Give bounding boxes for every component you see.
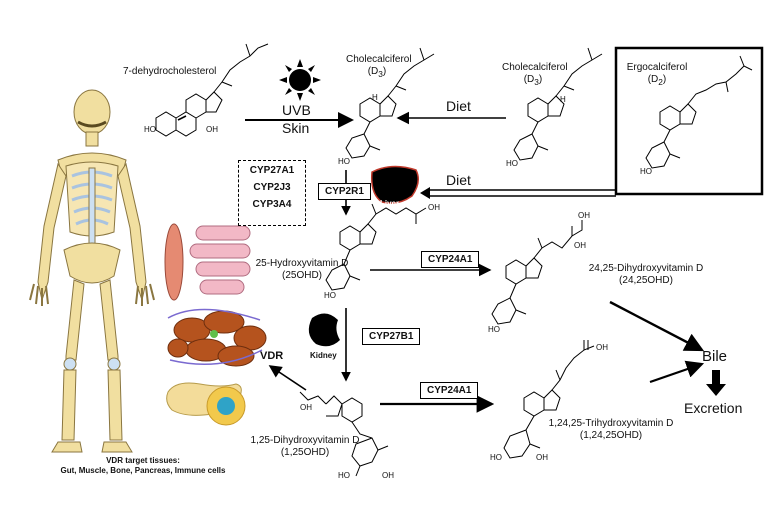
atom-h-chole-center: H: [372, 93, 378, 102]
bile-arrow-bottom: [649, 360, 705, 384]
d2-subscript: 2: [658, 77, 663, 87]
trihydroxy-abbr: (1,24,25OHD): [579, 430, 643, 441]
ergocalciferol-name: Ergocalciferol: [626, 62, 688, 73]
excretion-arrow: [706, 370, 726, 396]
atom-ho-25ohd: HO: [324, 291, 336, 300]
atom-oh-2425-a: OH: [578, 211, 590, 220]
close-paren: ): [382, 66, 387, 77]
ergocalciferol-form: (D2): [624, 74, 690, 88]
label-24-25-dihydroxyvitamin-d: 24,25-Dihydroxyvitamin D (24,25OHD): [586, 263, 706, 287]
molecule-ergocalciferol: [645, 55, 753, 169]
label-vdr: VDR: [260, 350, 284, 362]
liver-icon: [370, 165, 419, 204]
enzyme-cyp24a1-top: CYP24A1: [421, 251, 480, 268]
d-prefix: (D: [367, 66, 379, 77]
vdr-target-tissues: VDR target tissues: Gut, Muscle, Bone, P…: [48, 456, 238, 476]
label-cholecalciferol-center: Cholecalciferol (D3): [346, 54, 412, 80]
atom-oh-25ohd: OH: [428, 203, 440, 212]
label-7-dehydrocholesterol: 7-dehydrocholesterol: [123, 66, 217, 77]
skeleton-icon: [29, 89, 155, 453]
atom-ho-ergo: HO: [640, 167, 652, 176]
label-ergocalciferol: Ergocalciferol (D2): [624, 62, 690, 88]
dihydroxy125-name: 1,25-Dihydroxyvitamin D: [250, 435, 360, 446]
cholecalciferol-center-name: Cholecalciferol: [346, 54, 412, 65]
molecule-cholecalciferol-right: [513, 47, 603, 161]
hydroxy25-name: 25-Hydroxyvitamin D: [255, 258, 349, 269]
enzyme-cyp2r1: CYP2R1: [318, 183, 371, 200]
gut-icon: [189, 225, 251, 295]
immune-cell-icon: [206, 386, 246, 426]
enzyme-cyp24a1-bottom: CYP24A1: [420, 382, 479, 399]
label-liver: Liver: [380, 199, 400, 208]
dihydroxy2425-abbr: (24,25OHD): [619, 275, 673, 286]
label-excretion: Excretion: [684, 400, 743, 416]
kidney-icon: [308, 313, 340, 347]
close-paren: ): [662, 74, 667, 85]
vdr-protein-icon: [167, 308, 267, 367]
atom-ho-trihydroxy: HO: [490, 453, 502, 462]
label-kidney: Kidney: [310, 351, 337, 360]
molecule-24-25-dihydroxyvitamin-d: [491, 220, 583, 325]
atom-ho-chole-right: HO: [506, 159, 518, 168]
bile-arrow-top: [609, 300, 705, 352]
label-diet-bottom: Diet: [446, 172, 471, 188]
label-cholecalciferol-right: Cholecalciferol (D3): [502, 62, 568, 88]
cholecalciferol-right-form: (D3): [502, 74, 564, 88]
atom-ho-125: HO: [338, 471, 350, 480]
atom-oh-trihydroxy-b: OH: [536, 453, 548, 462]
atom-oh-trihydroxy: OH: [596, 343, 608, 352]
molecule-7-dehydrocholesterol: [155, 43, 269, 137]
vdr-arrow: [268, 365, 307, 391]
enzyme-cyp3a4: CYP3A4: [252, 199, 292, 210]
enzyme-cyp27b1: CYP27B1: [362, 328, 421, 345]
hydroxy25-abbr: (25OHD): [281, 270, 322, 281]
label-skin: Skin: [282, 120, 310, 136]
cholecalciferol-center-form: (D3): [346, 66, 408, 80]
label-1-25-dihydroxyvitamin-d: 1,25-Dihydroxyvitamin D (1,25OHD): [250, 435, 360, 459]
alternative-enzymes-box: CYP27A1 CYP2J3 CYP3A4: [238, 160, 306, 226]
diet-arrow-bottom: [428, 189, 616, 197]
target-tissues-title: VDR target tissues:: [106, 456, 180, 465]
label-1-24-25-trihydroxyvitamin-d: 1,24,25-Trihydroxyvitamin D (1,24,25OHD): [546, 418, 676, 442]
label-bile: Bile: [702, 348, 728, 365]
target-tissues-list: Gut, Muscle, Bone, Pancreas, Immune cell…: [60, 466, 226, 475]
atom-ho-chole-center: HO: [338, 157, 350, 166]
molecule-1-25-dihydroxyvitamin-d: [299, 391, 389, 477]
enzyme-cyp27a1: CYP27A1: [249, 165, 295, 176]
atom-oh-125-b: OH: [382, 471, 394, 480]
molecule-1-24-25-trihydroxyvitamin-d: [503, 340, 595, 459]
atom-oh-2425-b: OH: [574, 241, 586, 250]
atom-oh-7dhc: OH: [206, 125, 218, 134]
label-25-hydroxyvitamin-d: 25-Hydroxyvitamin D (25OHD): [252, 258, 352, 282]
dihydroxy125-abbr: (1,25OHD): [280, 447, 330, 458]
atom-h-chole-right: H: [560, 95, 566, 104]
trihydroxy-name: 1,24,25-Trihydroxyvitamin D: [548, 418, 674, 429]
atom-oh-125: OH: [300, 403, 312, 412]
muscle-icon: [164, 223, 184, 301]
d3-subscript: 3: [378, 69, 383, 79]
label-uvb: UVB: [282, 102, 311, 118]
label-diet-top: Diet: [446, 98, 471, 114]
close-paren: ): [538, 74, 543, 85]
dihydroxy2425-name: 24,25-Dihydroxyvitamin D: [588, 263, 704, 274]
enzyme-cyp2j3: CYP2J3: [253, 182, 291, 193]
d-prefix: (D: [523, 74, 535, 85]
pathway-arrows: [245, 111, 705, 413]
atom-ho-2425: HO: [488, 325, 500, 334]
d3-subscript: 3: [534, 77, 539, 87]
molecules: [155, 43, 753, 477]
cholecalciferol-right-name: Cholecalciferol: [502, 62, 568, 73]
sun-icon: [279, 59, 321, 101]
molecule-cholecalciferol-center: [345, 47, 435, 159]
atom-ho-7dhc: HO: [144, 125, 156, 134]
ergocalciferol-box: [614, 46, 764, 196]
molecule-25-hydroxyvitamin-d: [325, 203, 427, 291]
d-prefix: (D: [647, 74, 659, 85]
